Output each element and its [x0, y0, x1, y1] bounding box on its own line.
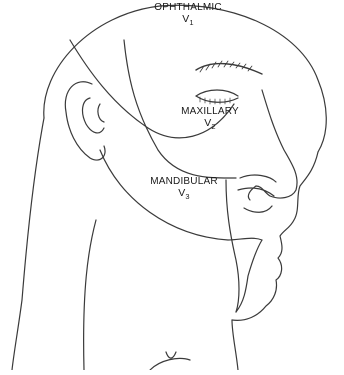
ophthalmic-symbol: V1	[143, 14, 233, 27]
eyebrow	[196, 64, 262, 74]
eyebrow-hatching	[200, 61, 252, 72]
mandibular-label: MANDIBULAR V3	[148, 177, 220, 200]
jaw-line	[226, 180, 239, 312]
upper-lip-line	[240, 175, 276, 182]
ear-inner	[83, 98, 104, 133]
ophthalmic-label: OPHTHALMIC V1	[143, 3, 233, 26]
lower-lip-line	[244, 206, 272, 212]
throat-notch	[166, 352, 176, 358]
collarbone	[150, 358, 190, 370]
upper-eyelid	[196, 90, 238, 96]
maxillary-label: MAXILLARY V2	[178, 107, 242, 130]
maxillary-symbol: V2	[178, 118, 242, 131]
back-of-head-outline	[12, 118, 44, 370]
chin-outline	[236, 240, 262, 312]
lower-eyelid	[196, 96, 238, 102]
mandibular-symbol: V3	[148, 188, 220, 201]
ear-detail	[98, 104, 104, 122]
neck-back	[84, 220, 96, 370]
neck-front	[232, 320, 238, 370]
